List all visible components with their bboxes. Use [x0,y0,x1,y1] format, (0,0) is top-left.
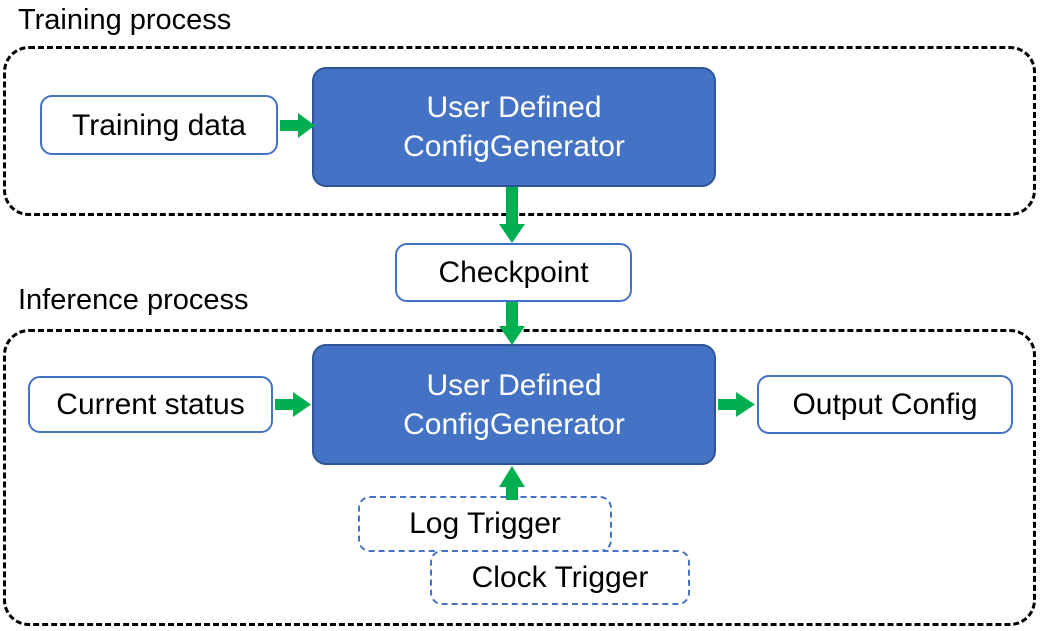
node-line-1: User Defined [426,368,602,402]
node-user-defined-configgenerator-training[interactable]: User Defined ConfigGenerator [312,67,716,187]
training-process-label: Training process [18,4,232,36]
node-output-config[interactable]: Output Config [757,375,1013,434]
inference-process-label: Inference process [18,284,249,316]
node-user-defined-configgenerator-inference[interactable]: User Defined ConfigGenerator [312,344,716,465]
training-process-group [3,46,1036,216]
node-training-data[interactable]: Training data [40,95,278,155]
node-clock-trigger[interactable]: Clock Trigger [430,550,690,605]
node-line-1: User Defined [426,91,602,124]
node-line-2: ConfigGenerator [403,130,625,163]
node-log-trigger[interactable]: Log Trigger [358,496,612,552]
node-line-2: ConfigGenerator [403,407,625,441]
node-checkpoint[interactable]: Checkpoint [395,243,632,302]
node-current-status[interactable]: Current status [28,376,273,433]
